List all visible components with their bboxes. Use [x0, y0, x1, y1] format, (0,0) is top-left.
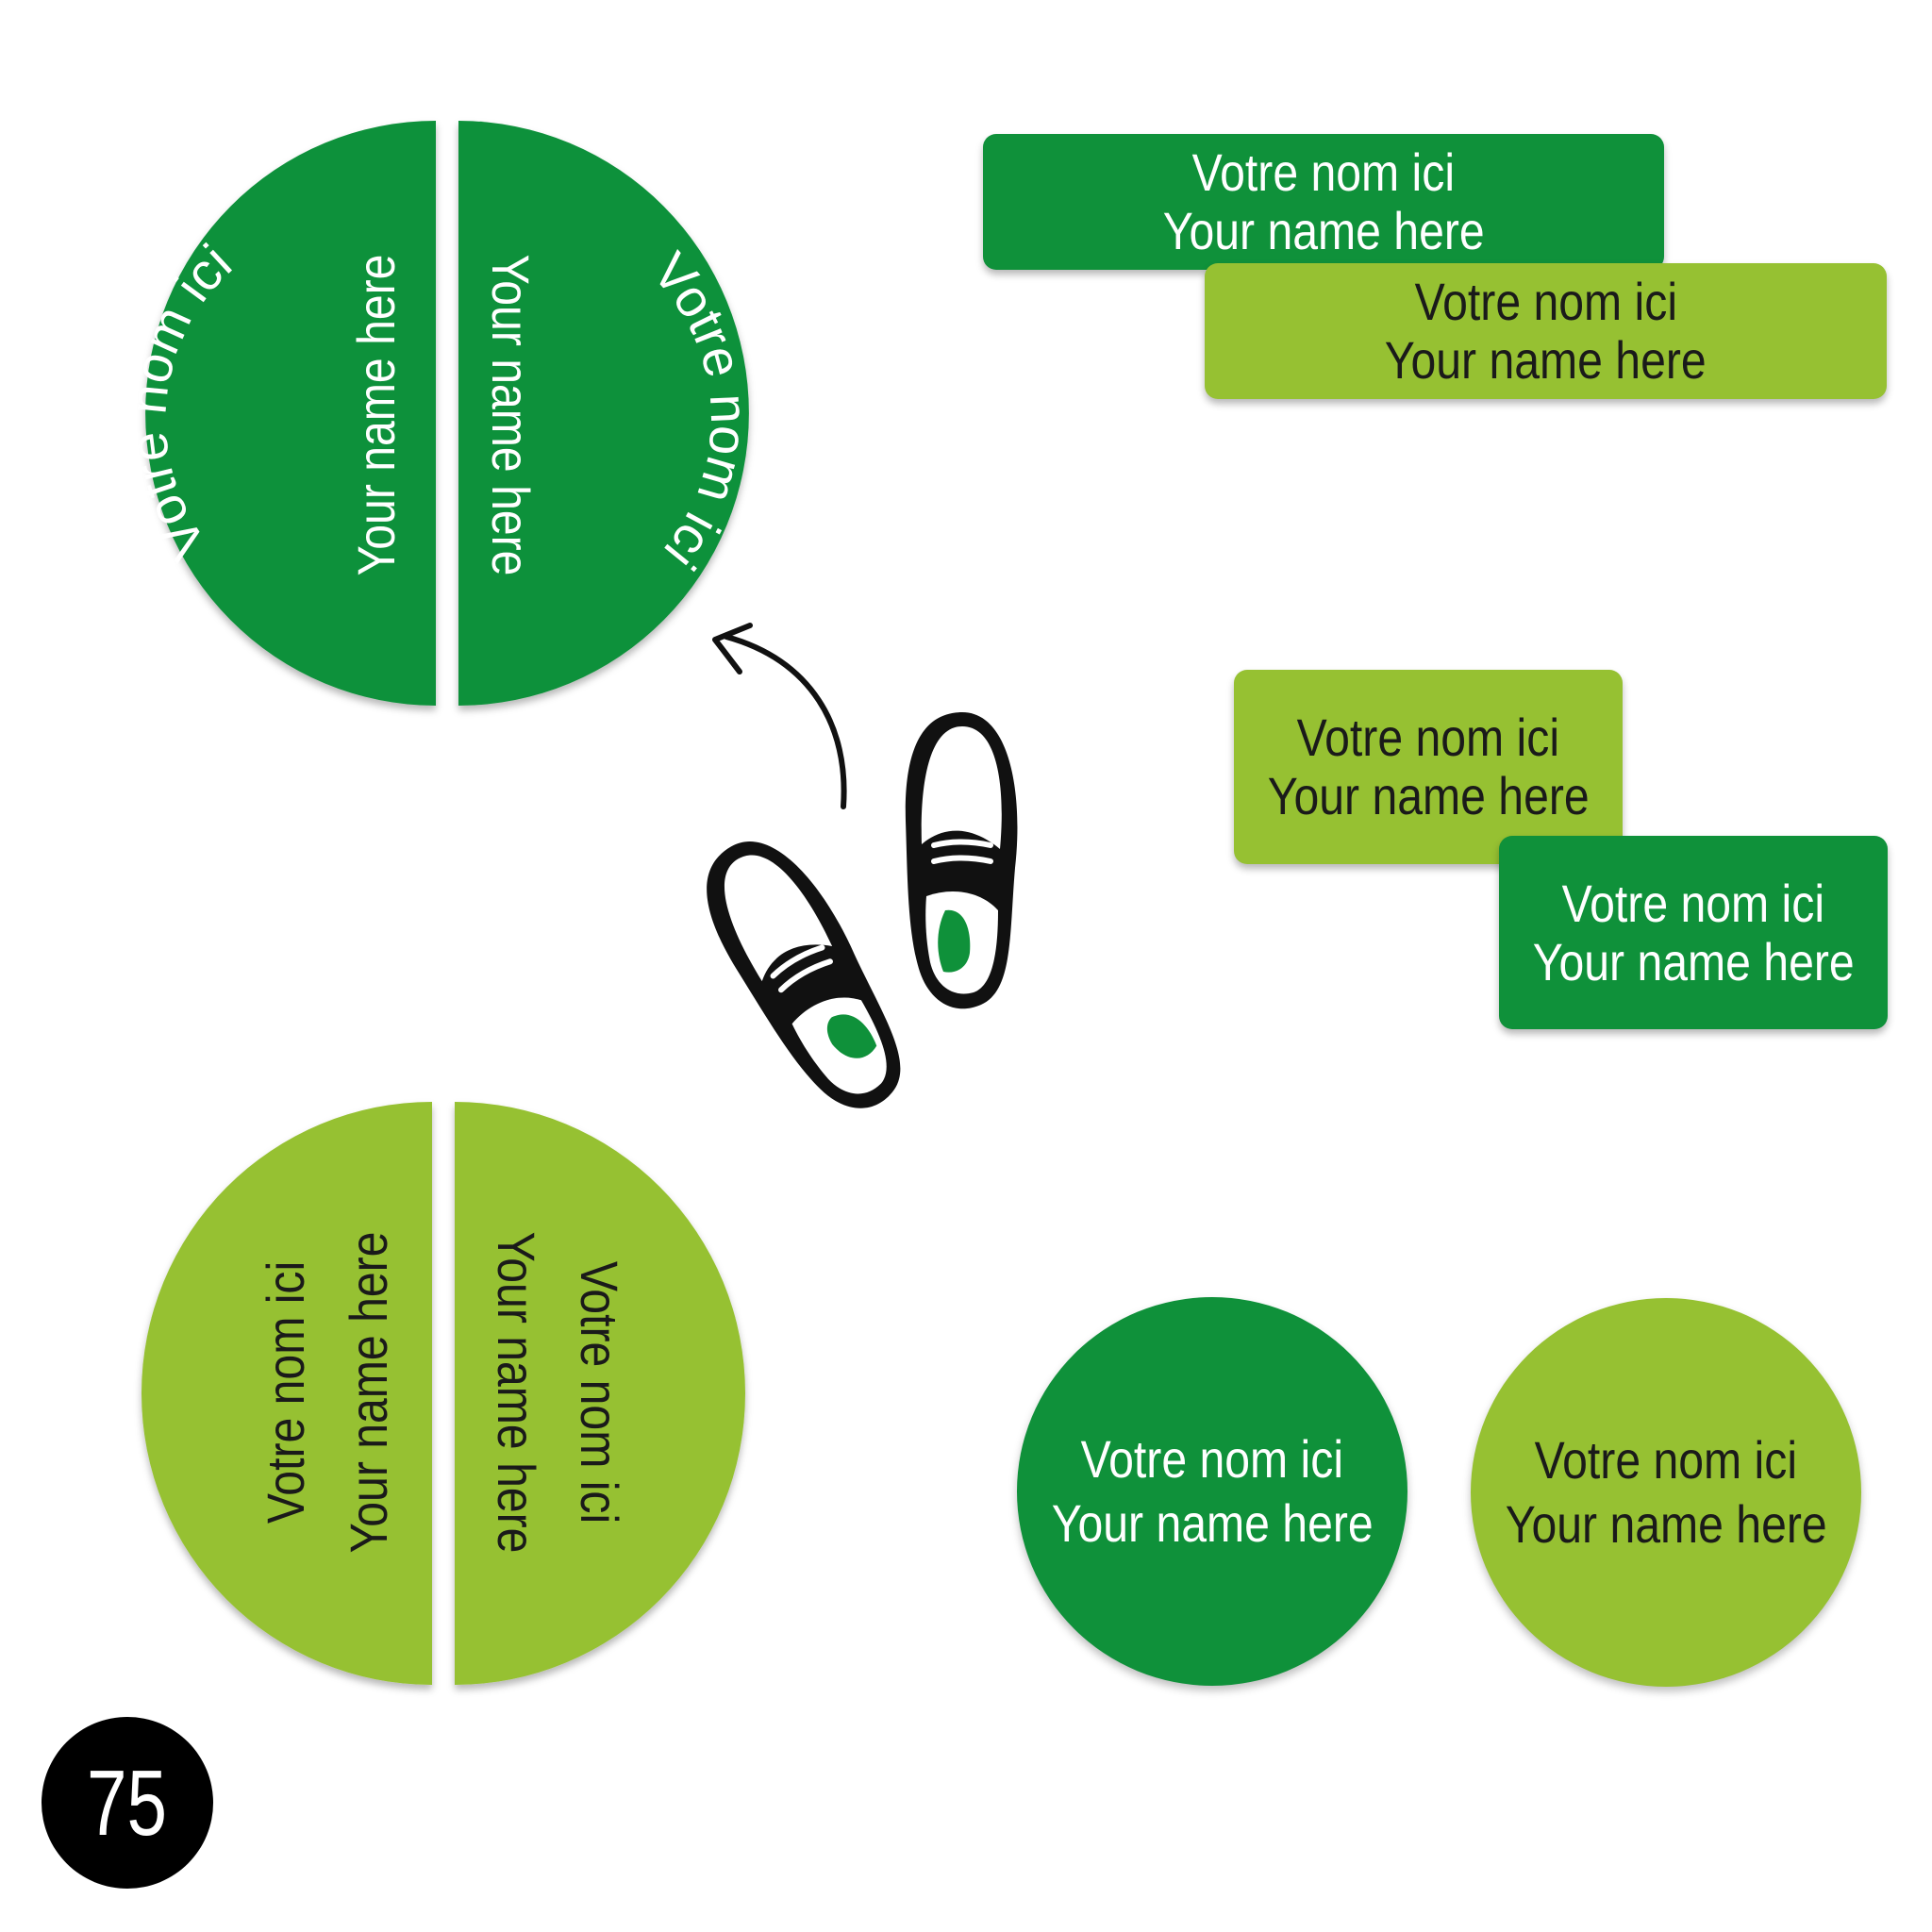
badge-number: 75 — [87, 1750, 168, 1855]
label-fr: Votre nom ici — [1191, 142, 1456, 203]
label-en-left: Your name here — [348, 255, 407, 576]
sneaker-left — [707, 841, 901, 1108]
label-fr: Votre nom ici — [1534, 1429, 1798, 1490]
quantity-badge: 75 — [42, 1717, 213, 1889]
label-en: Your name here — [1505, 1494, 1827, 1554]
sneakers-icon — [707, 712, 1018, 1108]
label-fr: Votre nom ici — [1296, 708, 1560, 768]
round-label-dark: Votre nom ici Your name here — [1017, 1297, 1407, 1686]
label-fr: Votre nom ici — [1080, 1428, 1344, 1489]
half-disc-right-light — [455, 1102, 745, 1685]
label-en: Your name here — [1051, 1493, 1374, 1553]
rect-label-dark-1: Votre nom ici Your name here — [983, 134, 1664, 270]
half-disc-left-light — [142, 1102, 432, 1685]
round-label-light: Votre nom ici Your name here — [1471, 1298, 1861, 1687]
split-circle-light: Votre nom ici Your name here Your name h… — [142, 1102, 745, 1685]
label-en: Your name here — [1385, 330, 1707, 390]
label-fr-right-light: Votre nom ici — [569, 1261, 627, 1524]
label-en-right: Your name here — [480, 255, 539, 576]
rect-label-light-1: Votre nom ici Your name here — [1205, 263, 1887, 399]
label-en: Your name here — [1532, 931, 1855, 991]
rect-label-dark-2: Votre nom ici Your name here — [1499, 836, 1888, 1029]
sneaker-right — [905, 712, 1018, 1009]
label-en: Your name here — [1162, 201, 1485, 260]
label-fr-left-light: Votre nom ici — [258, 1261, 316, 1524]
label-en-left-light: Your name here — [341, 1232, 399, 1554]
curved-arrow-icon — [712, 623, 847, 809]
label-fr: Votre nom ici — [1414, 272, 1677, 332]
label-fr: Votre nom ici — [1561, 873, 1825, 933]
half-disc-left — [145, 121, 436, 706]
half-disc-right — [458, 121, 749, 706]
label-en-right-light: Your name here — [486, 1232, 544, 1554]
rect-label-light-2: Votre nom ici Your name here — [1234, 670, 1623, 864]
label-en: Your name here — [1267, 766, 1590, 825]
